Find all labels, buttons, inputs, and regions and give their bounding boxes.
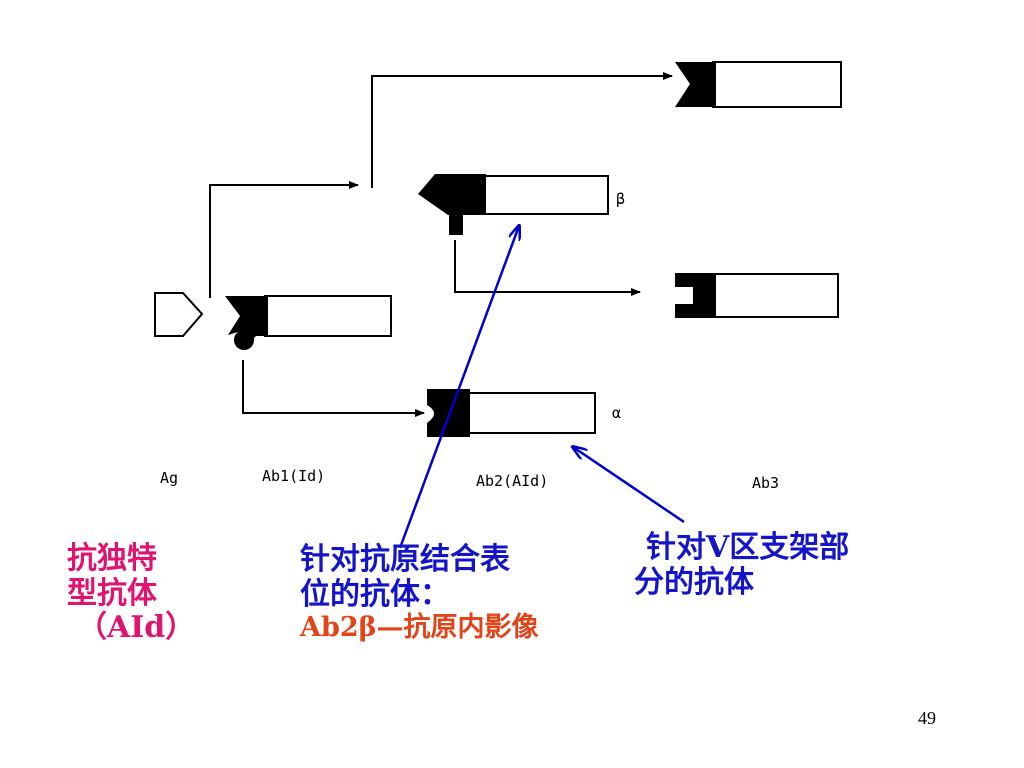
connector-ab1-to-alpha [242,360,425,417]
label-ab3: Ab3 [752,474,779,492]
annotation-aid-line2: 型抗体 [67,575,157,611]
connector-to-ab3-top [371,72,673,188]
annotation-v-region-line1: 针对V区支架部 [646,530,850,565]
page-number: 49 [918,708,936,728]
ab3-middle-antibody [675,273,839,318]
ab2-alpha-antibody [427,389,596,437]
annotation-antigen-binding: 针对抗原结合表 位的抗体： Ab2β—抗原内影像 [300,542,539,643]
annotation-antigen-binding-line2: 位的抗体： [300,576,450,612]
label-alpha: α [612,404,621,422]
antigen-shape [154,292,204,337]
ab2-beta-antibody [418,174,609,235]
ab1-antibody [225,295,392,350]
annotation-aid: 抗独特 型抗体 （AId） [67,541,196,646]
ab3-top-antibody [675,61,842,108]
annotation-v-region: 针对V区支架部 分的抗体 [634,530,850,600]
label-beta: β [616,190,625,208]
annotation-v-region-line2: 分的抗体 [634,564,754,600]
pointer-arrow-beta [398,226,519,549]
annotation-aid-line3: （AId） [77,610,196,645]
annotation-antigen-binding-line3: Ab2β—抗原内影像 [300,612,539,643]
label-ag: Ag [160,469,178,487]
pointer-arrow-alpha [573,447,685,524]
label-ab1: Ab1(Id) [262,467,325,485]
annotation-antigen-binding-line1: 针对抗原结合表 [300,542,510,577]
connector-beta-to-ab3 [454,240,641,296]
connector-ag-to-beta [209,181,359,298]
annotation-aid-line1: 抗独特 [67,541,157,576]
label-ab2: Ab2(AId) [476,472,548,490]
